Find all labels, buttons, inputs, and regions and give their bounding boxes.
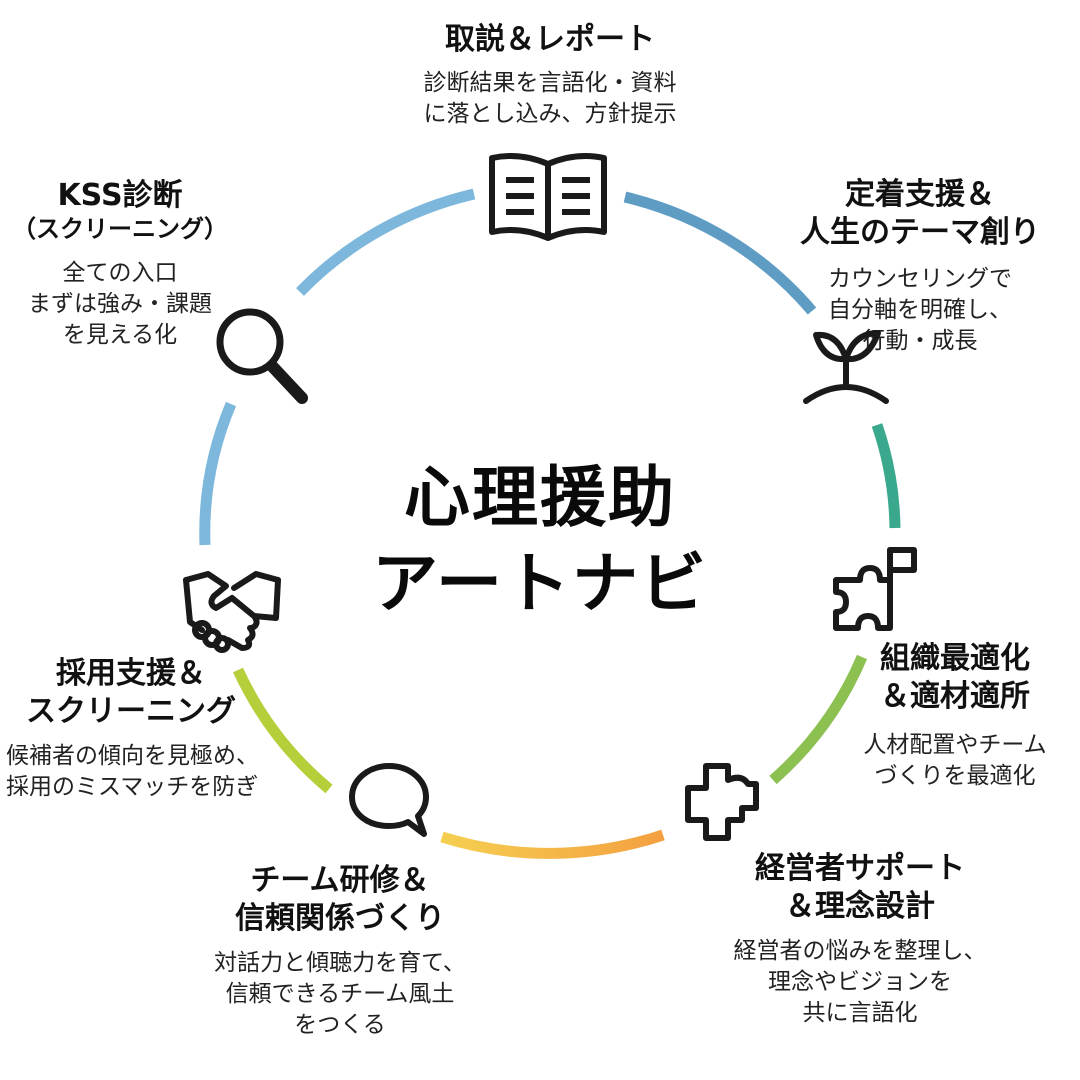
step-organization-title-line: ＆適材適所 bbox=[880, 679, 1030, 714]
step-retention-desc: カウンセリングで 自分軸を明確し、 行動・成長 bbox=[770, 264, 1070, 357]
step-recruitment-title-line: 採用支援＆ bbox=[56, 656, 206, 691]
step-retention: 定着支援＆ 人生のテーマ創り カウンセリングで 自分軸を明確し、 行動・成長 bbox=[770, 176, 1070, 357]
ring-arc-right-lower bbox=[769, 654, 868, 785]
step-executive-title-line: ＆理念設計 bbox=[785, 889, 935, 924]
step-kss-diagnosis-title-line: KSS診断 bbox=[57, 178, 183, 213]
step-organization-desc-line: 人材配置やチーム bbox=[863, 732, 1047, 758]
step-report-title-line: 取説＆レポート bbox=[445, 22, 655, 57]
magnifier-icon bbox=[212, 304, 312, 408]
step-team-training-desc-line: 対話力と傾聴力を育て、 bbox=[214, 950, 466, 976]
step-team-training-title-line: チーム研修＆ bbox=[250, 863, 430, 898]
step-kss-diagnosis-desc-line: 全ての入口 bbox=[62, 260, 178, 286]
step-team-training-title: チーム研修＆ 信頼関係づくり bbox=[180, 862, 500, 938]
ring-arc-top-right bbox=[623, 191, 817, 315]
step-executive-title: 経営者サポート ＆理念設計 bbox=[680, 850, 1040, 926]
sprout-icon bbox=[800, 325, 892, 407]
puzzle-flag-icon bbox=[828, 540, 924, 636]
step-recruitment-desc-line: 採用のミスマッチを防ぎ bbox=[6, 774, 259, 800]
handshake-icon bbox=[180, 566, 284, 656]
center-title: 心理援助 アートナビ bbox=[340, 455, 740, 627]
step-retention-desc-line: カウンセリングで bbox=[828, 266, 1012, 292]
ring-arc-top-left bbox=[296, 188, 476, 296]
step-team-training-title-line: 信頼関係づくり bbox=[235, 901, 445, 936]
puzzle-piece-icon bbox=[684, 762, 760, 842]
step-report-desc-line: 診断結果を言語化・資料 bbox=[423, 70, 677, 96]
ring-arc-bottom-left bbox=[233, 667, 333, 794]
center-title-line-1: 心理援助 bbox=[404, 459, 676, 536]
ring-arc-left bbox=[199, 401, 237, 546]
step-organization-title: 組織最適化 ＆適材適所 bbox=[830, 640, 1080, 716]
step-recruitment-desc-line: 候補者の傾向を見極め、 bbox=[6, 743, 259, 769]
step-report-desc: 診断結果を言語化・資料 に落とし込み、方針提示 bbox=[340, 68, 760, 130]
step-retention-title-line: 人生のテーマ創り bbox=[800, 215, 1040, 250]
step-executive: 経営者サポート ＆理念設計 経営者の悩みを整理し、 理念やビジョンを 共に言語化 bbox=[680, 850, 1040, 1029]
step-executive-desc-line: 共に言語化 bbox=[802, 1000, 918, 1026]
step-kss-diagnosis-title-line: （スクリーニング） bbox=[12, 215, 228, 243]
step-kss-diagnosis-desc-line: を見える化 bbox=[62, 322, 178, 348]
step-executive-desc-line: 理念やビジョンを bbox=[768, 969, 952, 995]
step-report-desc-line: に落とし込み、方針提示 bbox=[423, 101, 677, 127]
step-team-training-desc: 対話力と傾聴力を育て、 信頼できるチーム風土 をつくる bbox=[180, 948, 500, 1041]
step-recruitment-title-line: スクリーニング bbox=[26, 694, 236, 729]
step-executive-title-line: 経営者サポート bbox=[755, 851, 965, 886]
step-team-training: チーム研修＆ 信頼関係づくり 対話力と傾聴力を育て、 信頼できるチーム風土 をつ… bbox=[180, 862, 500, 1041]
step-team-training-desc-line: をつくる bbox=[294, 1012, 386, 1038]
step-organization-title-line: 組織最適化 bbox=[880, 641, 1030, 676]
step-report: 取説＆レポート 診断結果を言語化・資料 に落とし込み、方針提示 bbox=[340, 22, 760, 130]
step-report-title: 取説＆レポート bbox=[340, 22, 760, 58]
step-kss-diagnosis: KSS診断 （スクリーニング） 全ての入口 まずは強み・課題 を見える化 bbox=[0, 178, 240, 351]
step-retention-desc-line: 自分軸を明確し、 bbox=[828, 297, 1012, 323]
ring-arc-right-upper bbox=[871, 423, 901, 529]
step-recruitment-desc: 候補者の傾向を見極め、 採用のミスマッチを防ぎ bbox=[6, 741, 326, 803]
step-kss-diagnosis-desc: 全ての入口 まずは強み・課題 を見える化 bbox=[0, 258, 240, 351]
center-title-line-2: アートナビ bbox=[371, 545, 709, 622]
step-recruitment: 採用支援＆ スクリーニング 候補者の傾向を見極め、 採用のミスマッチを防ぎ bbox=[6, 655, 326, 803]
step-executive-desc: 経営者の悩みを整理し、 理念やビジョンを 共に言語化 bbox=[680, 936, 1040, 1029]
ring-arc-bottom bbox=[440, 829, 665, 859]
step-recruitment-title: 採用支援＆ スクリーニング bbox=[6, 655, 256, 731]
step-organization-desc: 人材配置やチーム づくりを最適化 bbox=[830, 730, 1080, 792]
step-team-training-desc-line: 信頼できるチーム風土 bbox=[225, 981, 455, 1007]
step-organization: 組織最適化 ＆適材適所 人材配置やチーム づくりを最適化 bbox=[830, 640, 1080, 792]
step-kss-diagnosis-title: KSS診断 （スクリーニング） bbox=[0, 178, 240, 244]
step-kss-diagnosis-desc-line: まずは強み・課題 bbox=[28, 291, 212, 317]
step-organization-desc-line: づくりを最適化 bbox=[874, 763, 1036, 789]
step-executive-desc-line: 経営者の悩みを整理し、 bbox=[733, 938, 987, 964]
step-retention-desc-line: 行動・成長 bbox=[862, 328, 978, 354]
speech-bubble-icon bbox=[346, 760, 432, 840]
step-retention-title: 定着支援＆ 人生のテーマ創り bbox=[770, 176, 1070, 252]
step-retention-title-line: 定着支援＆ bbox=[845, 177, 995, 212]
open-book-icon bbox=[486, 150, 610, 244]
